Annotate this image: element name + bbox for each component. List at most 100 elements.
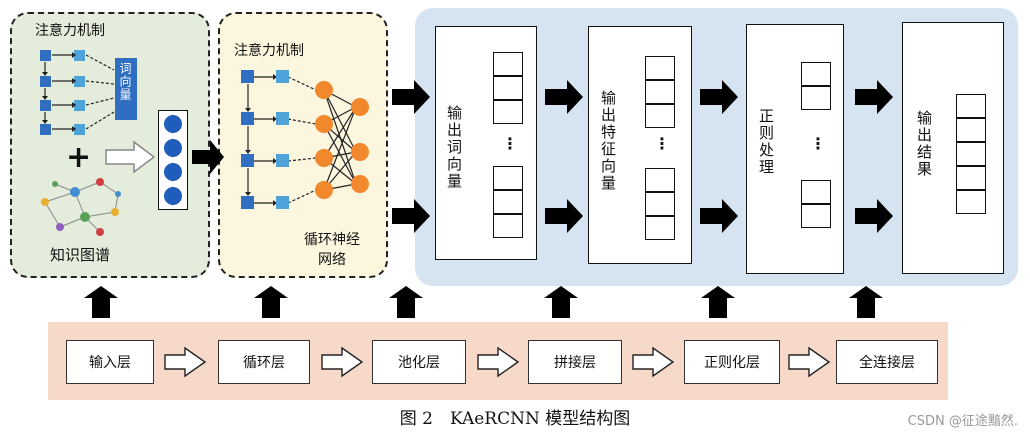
light-square: [276, 70, 289, 83]
graph-node: [80, 212, 90, 222]
result-cell: [956, 166, 986, 190]
arrow-right-icon: [700, 80, 738, 114]
arrow-right-icon: [545, 80, 583, 114]
attention-label-1: 注意力机制: [35, 23, 105, 39]
graph-node: [111, 208, 119, 216]
arrow-up-icon: [254, 286, 288, 318]
output-node: [351, 143, 369, 161]
layer-regularization: 正则化层: [684, 340, 780, 384]
dark-square: [40, 76, 51, 87]
dark-square: [40, 100, 51, 111]
regularization-label: 正则处理: [757, 108, 775, 176]
light-square: [276, 154, 289, 167]
vector-cell: [801, 204, 831, 228]
up-arrows: [84, 286, 883, 318]
result-cell: [956, 118, 986, 142]
vector-cell: [801, 86, 831, 110]
arrow-right-icon: [545, 199, 583, 233]
arrow-right-icon: [855, 80, 893, 114]
result-cell: [956, 190, 986, 214]
light-square: [74, 124, 85, 135]
arrow-right-icon: [700, 199, 738, 233]
output-result-label: 输出结果: [915, 110, 933, 178]
layer-recurrent: 循环层: [218, 340, 310, 384]
hidden-node: [315, 115, 333, 133]
hidden-node: [315, 181, 333, 199]
hollow-arrow-icon: [164, 346, 207, 378]
vector-cell: [493, 190, 523, 214]
layer-fully-connected: 全连接层: [836, 340, 938, 384]
layer-concat: 拼接层: [528, 340, 622, 384]
dark-square: [241, 154, 254, 167]
word-vector-box: [115, 58, 137, 120]
arrow-right-icon: [392, 199, 430, 233]
layer-arrows: [164, 346, 831, 378]
light-square: [74, 76, 85, 87]
graph-node: [56, 223, 64, 231]
hollow-arrow-icon: [477, 346, 520, 378]
layer-input: 输入层: [66, 340, 154, 384]
knowledge-vector-circles: [164, 115, 182, 205]
vector-cell: [801, 62, 831, 86]
vector-cell: [801, 180, 831, 204]
output-node: [351, 98, 369, 116]
vector-cell: [493, 52, 523, 76]
dark-square: [241, 196, 254, 209]
light-square: [276, 112, 289, 125]
arrow-up-icon: [544, 286, 578, 318]
dark-square: [40, 124, 51, 135]
graph-node: [41, 198, 49, 206]
arrow-up-icon: [849, 286, 883, 318]
graph-node: [70, 187, 80, 197]
vector-cell: [645, 80, 675, 104]
vector-circle: [164, 187, 182, 205]
layer-pooling: 池化层: [372, 340, 466, 384]
light-square: [276, 196, 289, 209]
vector-cell: [493, 166, 523, 190]
output-result-box: [902, 22, 1004, 274]
hollow-arrow-icon: [632, 346, 675, 378]
arrow-up-icon: [84, 286, 118, 318]
arrow-right-icon: [855, 199, 893, 233]
plus-sign: +: [66, 140, 92, 175]
vector-cell: [645, 192, 675, 216]
vector-cell: [493, 214, 523, 238]
output-node: [351, 175, 369, 193]
hidden-node: [315, 81, 333, 99]
vector-cell: [645, 216, 675, 240]
graph-node: [52, 181, 58, 187]
vector-circle: [164, 163, 182, 181]
attention-label-2: 注意力机制: [234, 43, 304, 59]
figure-caption: 图 2 KAeRCNN 模型结构图: [399, 409, 631, 429]
arrow-up-icon: [389, 286, 423, 318]
vector-cell: [645, 56, 675, 80]
rnn-label-line2: 网络: [318, 252, 346, 268]
knowledge-graph-icon: [41, 178, 121, 236]
arrow-right-icon: [192, 140, 224, 174]
ellipsis: ⋮: [654, 134, 670, 153]
arrow-right-icon: [392, 80, 430, 114]
result-cell: [956, 142, 986, 166]
vector-cell: [645, 168, 675, 192]
ellipsis: ⋮: [810, 134, 826, 153]
graph-node: [96, 178, 104, 186]
rnn-label-line1: 循环神经: [304, 232, 360, 248]
vector-cell: [645, 104, 675, 128]
attention-squares-1: [40, 50, 85, 135]
hollow-arrow-icon: [788, 346, 831, 378]
ellipsis: ⋮: [502, 134, 518, 153]
vector-cell: [493, 76, 523, 100]
dark-square: [241, 70, 254, 83]
rnn-network-diagram: [241, 70, 369, 209]
hidden-node: [315, 149, 333, 167]
vector-circle: [164, 115, 182, 133]
output-word-vectors-label: 输出词向量: [445, 105, 463, 190]
stage-arrows: [192, 80, 893, 233]
hollow-arrow-icon: [105, 140, 156, 174]
light-square: [74, 100, 85, 111]
word-vector-label: 词向量: [118, 62, 132, 101]
vector-circle: [164, 139, 182, 157]
dark-square: [40, 50, 51, 61]
output-feature-vectors-label: 输出特征向量: [599, 90, 617, 192]
attention-diagram-1: [40, 50, 115, 135]
